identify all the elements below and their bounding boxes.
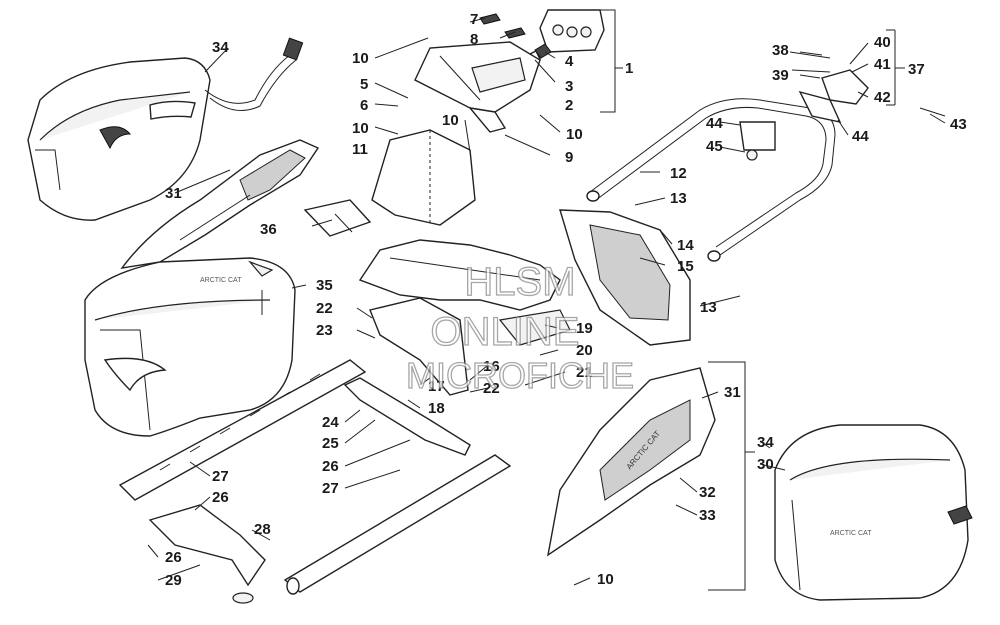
callout-31b: 31 xyxy=(724,384,741,401)
pad-36 xyxy=(303,199,372,237)
callout-11: 11 xyxy=(352,141,368,158)
bracket-29 xyxy=(148,504,266,604)
rail-27-upper xyxy=(118,359,367,501)
watermark-line3: MICROFICHE xyxy=(406,355,634,396)
callout-16: 16 xyxy=(483,358,500,375)
rear-fender xyxy=(358,239,571,396)
callout-20: 20 xyxy=(576,342,593,359)
callout-26a: 26 xyxy=(322,458,339,475)
callout-3: 3 xyxy=(565,78,573,95)
callout-10c: 10 xyxy=(442,112,459,129)
callout-33: 33 xyxy=(699,507,716,524)
callout-5: 5 xyxy=(360,76,368,93)
callout-27a: 27 xyxy=(212,468,229,485)
callout-9: 9 xyxy=(565,149,573,166)
leader-lines xyxy=(147,9,946,591)
hardware-bracket-37 xyxy=(746,51,946,161)
callout-10a: 10 xyxy=(352,50,369,67)
callout-29: 29 xyxy=(165,572,182,589)
callout-4: 4 xyxy=(565,53,574,70)
callout-2: 2 xyxy=(565,97,573,114)
rail-27-lower xyxy=(283,454,512,595)
side-liner-upper xyxy=(120,139,320,269)
callout-43: 43 xyxy=(950,116,967,133)
callout-30: 30 xyxy=(757,456,774,473)
side-panel-15 xyxy=(559,209,691,346)
callout-10d: 10 xyxy=(566,126,583,143)
callout-23: 23 xyxy=(316,322,333,339)
callout-14: 14 xyxy=(677,237,694,254)
callout-10b: 10 xyxy=(352,120,369,137)
callout-22a: 22 xyxy=(316,300,333,317)
bag-right-brand: ARCTIC CAT xyxy=(830,530,872,537)
mount-bracket xyxy=(371,129,476,226)
grab-handle xyxy=(586,98,836,262)
callout-13b: 13 xyxy=(700,299,717,316)
saddlebag-left-large: ARCTIC CAT xyxy=(84,257,296,437)
saddlebag-left-top xyxy=(27,37,304,221)
callout-13a: 13 xyxy=(670,190,687,207)
bag-left-brand: ARCTIC CAT xyxy=(200,277,242,284)
callout-44a: 44 xyxy=(706,115,723,132)
callout-22b: 22 xyxy=(483,380,500,397)
callout-26b: 26 xyxy=(212,489,229,506)
bracket-25 xyxy=(343,377,471,456)
callout-31a: 31 xyxy=(165,185,182,202)
callout-36: 36 xyxy=(260,221,277,238)
callout-12: 12 xyxy=(670,165,687,182)
callout-10e: 10 xyxy=(597,571,614,588)
callout-7: 7 xyxy=(470,11,478,28)
watermark-line2: ONLINE xyxy=(431,310,580,354)
callout-45: 45 xyxy=(706,138,723,155)
side-cover-lower: ARCTIC CAT xyxy=(547,367,716,557)
callout-35: 35 xyxy=(316,277,333,294)
callout-41: 41 xyxy=(874,56,891,73)
callout-15: 15 xyxy=(677,258,694,275)
callout-40: 40 xyxy=(874,34,891,51)
callout-34a: 34 xyxy=(212,39,229,56)
callout-labels: 1 2 3 4 5 6 7 8 9 10 10 10 10 10 11 12 1… xyxy=(165,11,967,589)
callout-32: 32 xyxy=(699,484,716,501)
callout-39: 39 xyxy=(772,67,789,84)
callout-28: 28 xyxy=(254,521,271,538)
callout-17: 17 xyxy=(428,378,445,395)
callout-34b: 34 xyxy=(757,434,774,451)
callout-37: 37 xyxy=(908,61,925,78)
callout-24: 24 xyxy=(322,414,339,431)
watermark-line1: HLSM xyxy=(464,260,575,304)
callout-6: 6 xyxy=(360,97,368,114)
callout-27b: 27 xyxy=(322,480,339,497)
taillight-housing xyxy=(414,13,541,133)
callout-44b: 44 xyxy=(852,128,869,145)
callout-1: 1 xyxy=(625,60,633,77)
callout-19: 19 xyxy=(576,320,593,337)
callout-25: 25 xyxy=(322,435,339,452)
callout-26c: 26 xyxy=(165,549,182,566)
callout-21: 21 xyxy=(576,364,593,381)
callout-42: 42 xyxy=(874,89,891,106)
callout-18: 18 xyxy=(428,400,445,417)
callout-38: 38 xyxy=(772,42,789,59)
watermark: HLSM ONLINE MICROFICHE xyxy=(405,259,634,396)
callout-8: 8 xyxy=(470,31,478,48)
saddlebag-right: ARCTIC CAT xyxy=(774,424,973,601)
